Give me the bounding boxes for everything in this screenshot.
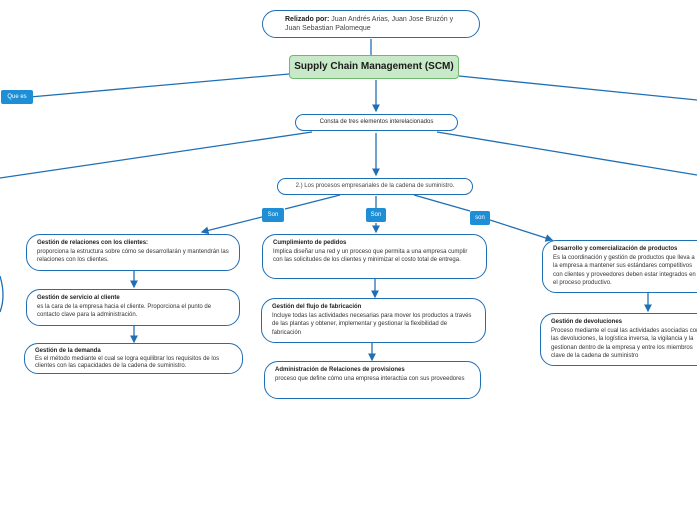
line-main-right-offscreen [458,75,697,101]
line-procesos-son1 [284,194,341,210]
node-cumplimiento-pedidos[interactable]: Cumplimiento de pedidos Implica diseñar … [262,234,487,279]
node-body: Implica diseñar una red y un proceso que… [273,248,468,264]
node-title: Cumplimiento de pedidos [273,240,347,246]
line-procesos-son3 [413,194,471,212]
tag-que-es[interactable]: Que es [1,90,33,104]
node-title: Gestión del flujo de fabricación [272,304,362,310]
node-gestion-flujo-fabricacion[interactable]: Gestión del flujo de fabricación Incluye… [261,298,486,343]
line-son1-left [200,216,263,235]
consta-node[interactable]: Consta de tres elementos interelacionado… [295,114,458,131]
node-body: Proceso mediante el cual las actividades… [551,327,697,360]
node-title: Gestión de devoluciones [551,319,623,325]
line-main-que-es [29,73,290,98]
node-gestion-relaciones-clientes[interactable]: Gestión de relaciones con los clientes: … [26,234,240,271]
tag-son-center[interactable]: Son [366,208,386,222]
node-body: es la cara de la empresa hacia el client… [37,303,212,319]
tag-son-left[interactable]: Son [262,208,284,222]
node-title: Gestión de relaciones con los clientes: [37,240,149,246]
node-body: Es la coordinación y gestión de producto… [553,254,696,287]
author-names: Juan Andrés Arias, Juan Jose Bruzón y Ju… [285,16,454,32]
node-body: proceso que define cómo una empresa inte… [275,375,465,382]
node-gestion-demanda[interactable]: Gestión de la demanda Es el método media… [24,343,243,374]
node-body: Incluye todas las actividades necesarias… [272,312,472,336]
node-body: proporciona la estructura sobre cómo se … [37,248,229,264]
author-label: Relizado por: [285,16,330,23]
node-title: Desarrollo y comercialización de product… [553,246,678,252]
line-consta-left-offscreen [0,131,313,179]
node-gestion-servicio-cliente[interactable]: Gestión de servicio al cliente es la car… [26,289,240,326]
author-node[interactable]: Relizado por: Juan Andrés Arias, Juan Jo… [262,10,480,38]
line-consta-right-offscreen [436,131,697,176]
node-title: Administración de Relaciones de provisio… [275,367,405,373]
node-title: Gestión de servicio al cliente [37,295,120,301]
main-topic-node[interactable]: Supply Chain Management (SCM) [289,55,459,79]
offscreen-node-edge [0,275,4,313]
node-title: Gestión de la demanda [35,348,101,354]
node-desarrollo-comercializacion[interactable]: Desarrollo y comercialización de product… [542,240,697,293]
line-son3-right [489,219,554,242]
node-administracion-provisiones[interactable]: Administración de Relaciones de provisio… [264,361,481,399]
node-body: Es el método mediante el cual se logra e… [35,355,220,370]
node-gestion-devoluciones[interactable]: Gestión de devoluciones Proceso mediante… [540,313,697,366]
tag-son-right[interactable]: son [470,211,490,225]
procesos-node[interactable]: 2.) Los procesos empresariales de la cad… [277,178,473,195]
